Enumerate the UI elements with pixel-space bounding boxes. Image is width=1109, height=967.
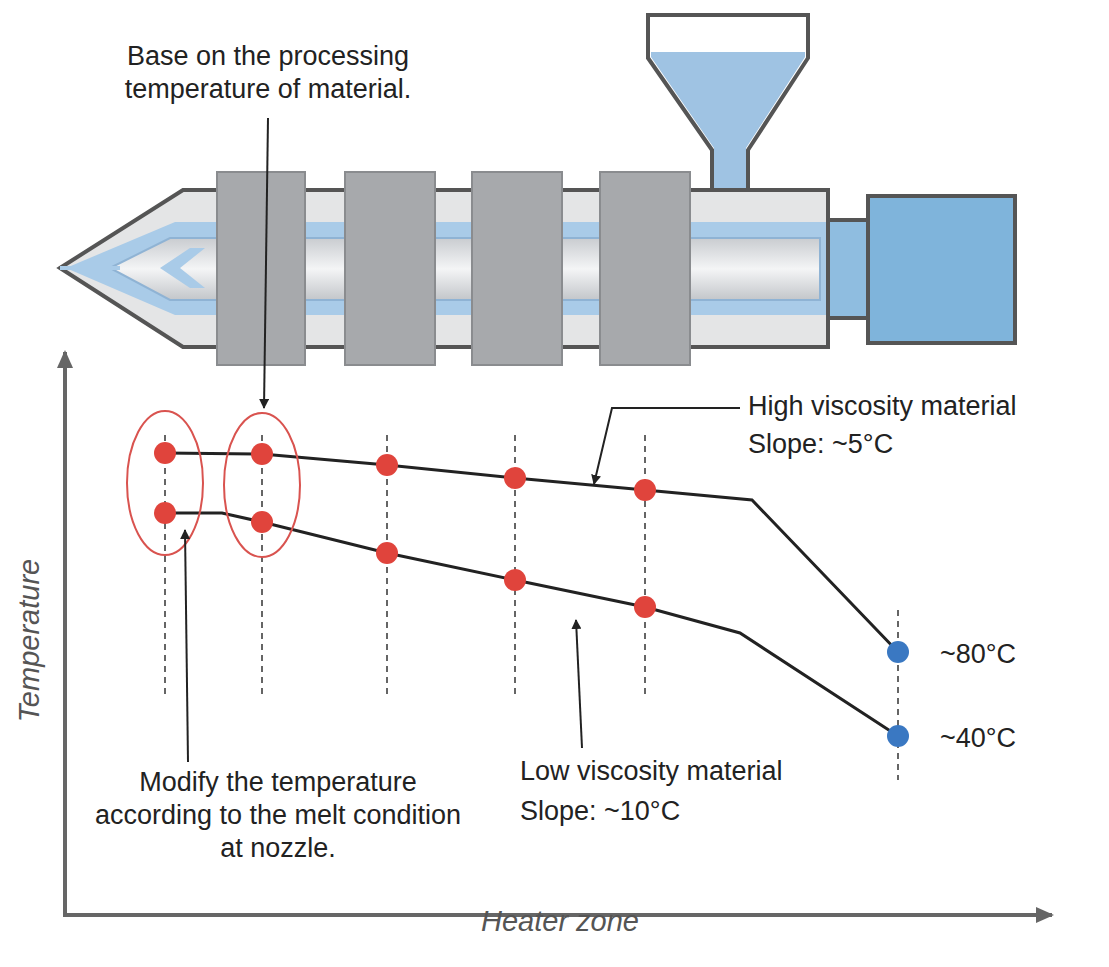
slope-label: Slope: ~5°C <box>748 428 893 461</box>
axes <box>63 352 1052 917</box>
temperature-profile <box>165 453 898 736</box>
axis-title: Heater zone <box>481 905 639 938</box>
highlight-ellipse <box>127 411 300 557</box>
zone-gridline <box>165 435 898 780</box>
slope-label: Slope: ~10°C <box>520 795 680 828</box>
series-label: High viscosity material <box>748 390 1017 423</box>
heater-band <box>217 172 690 365</box>
axis-title: Temperature <box>14 558 47 721</box>
temperature-value: ~80°C <box>940 638 1016 671</box>
leader-arrow <box>185 118 740 762</box>
series-label: Low viscosity material <box>520 755 783 788</box>
temperature-value: ~40°C <box>940 722 1016 755</box>
feed-point <box>887 641 909 747</box>
zone-point <box>154 442 656 618</box>
note-text: Base on the processing temperature of ma… <box>68 40 468 106</box>
note-text: Modify the temperature according to the … <box>92 766 464 865</box>
